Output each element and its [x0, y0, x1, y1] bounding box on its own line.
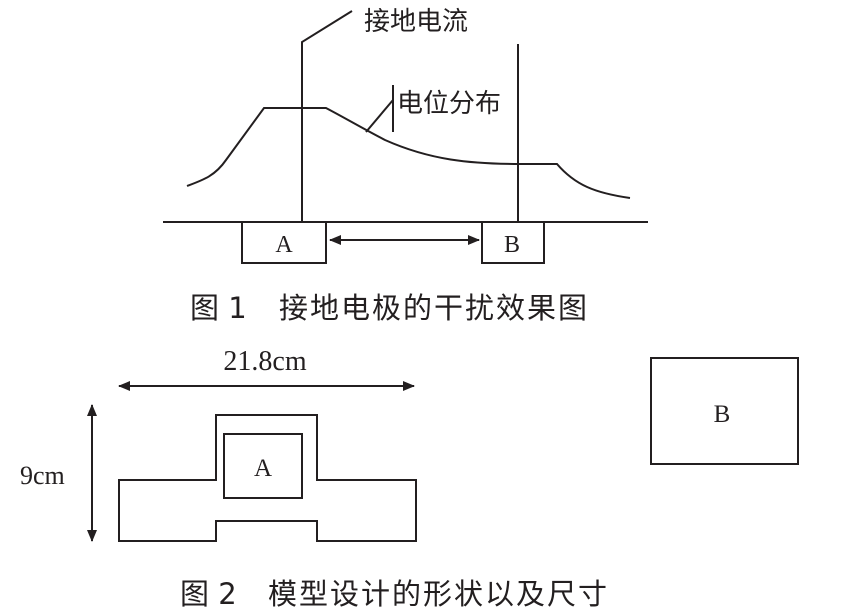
model-electrode-b-label: B — [714, 401, 731, 428]
label-ground-current: 接地电流 — [364, 7, 468, 37]
ground-current-lead — [301, 10, 353, 222]
figure-1-caption-text: 接地电极的干扰效果图 — [279, 291, 589, 325]
figure-2-caption-number: 图 2 — [180, 577, 237, 611]
model-electrode-b-box — [650, 357, 799, 465]
electrode-a-label: A — [275, 232, 293, 258]
label-potential-distribution: 电位分布 — [397, 89, 501, 119]
potential-label-leader — [365, 99, 394, 133]
potential-distribution-curve — [186, 107, 631, 199]
width-dimension-label: 21.8cm — [223, 346, 306, 377]
electrode-b-box — [481, 221, 545, 264]
electrode-a-box — [241, 221, 327, 264]
figure-1: 接地电流 电位分布 A B 图 1 接地电极的干扰效果图 — [163, 7, 648, 325]
model-electrode-a-box — [223, 433, 303, 499]
figure-1-caption-number: 图 1 — [190, 291, 247, 325]
figure-2: 21.8cm 9cm A B 图 2 模型设计的形状以及尺寸 — [20, 346, 799, 611]
electrode-b-label: B — [504, 232, 520, 258]
model-outline — [118, 414, 417, 542]
height-dimension-label: 9cm — [20, 461, 65, 490]
figure-2-caption-text: 模型设计的形状以及尺寸 — [268, 577, 609, 611]
model-electrode-a-label: A — [254, 455, 272, 482]
